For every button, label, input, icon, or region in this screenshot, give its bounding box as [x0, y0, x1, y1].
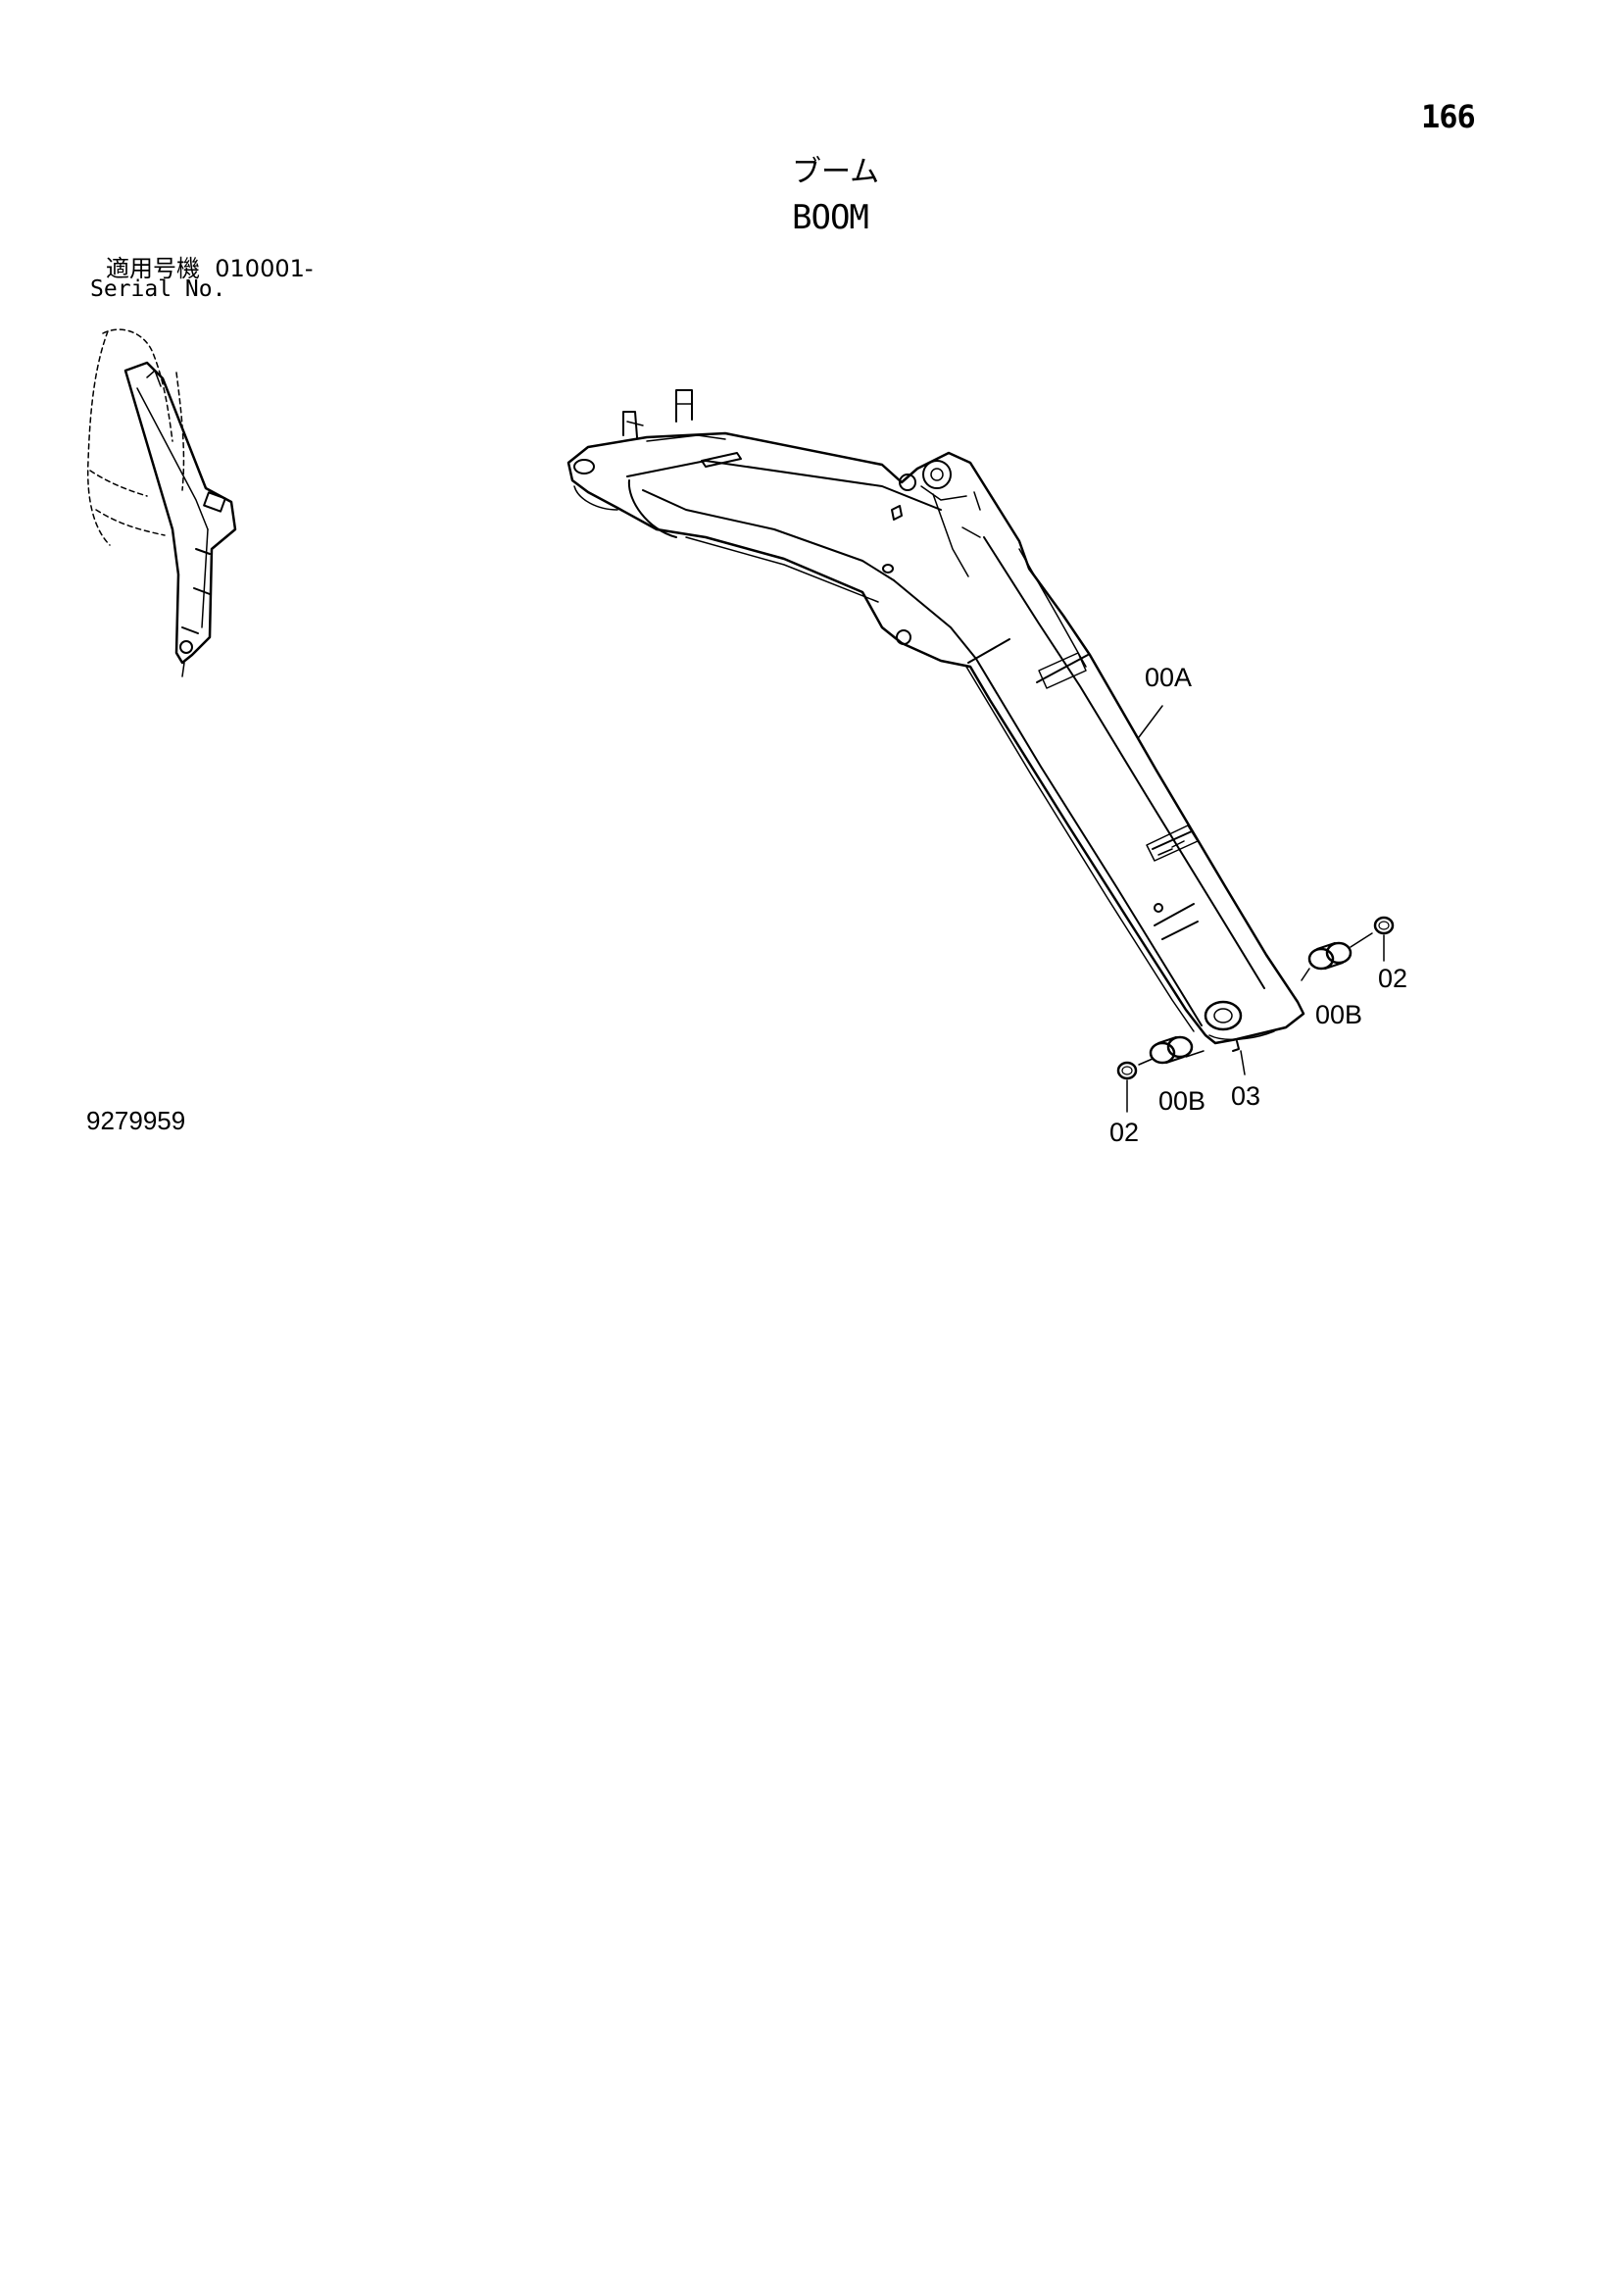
bushing-right — [1307, 941, 1352, 971]
callout-02-left: 02 — [1109, 1118, 1139, 1147]
title-english: BOOM — [792, 198, 869, 237]
serial-applicability-jp: 適用号機 010001- — [106, 249, 314, 283]
leader-lines — [1126, 705, 1385, 1113]
callout-02-right: 02 — [1378, 964, 1407, 993]
callout-03: 03 — [1231, 1081, 1260, 1111]
boom-weldment — [566, 389, 1305, 1045]
callout-00B-left: 00B — [1158, 1086, 1205, 1116]
drawing-number: 9279959 — [86, 1106, 186, 1135]
callout-00A: 00A — [1145, 663, 1192, 692]
grease-fitting — [1232, 1040, 1240, 1052]
snap-ring-right — [1373, 916, 1395, 935]
snap-ring-left — [1116, 1061, 1138, 1080]
page-number: 166 — [1421, 98, 1476, 135]
serial-label-en: Serial No. — [90, 276, 226, 302]
title-japanese: ブーム — [792, 155, 880, 189]
bushing-left — [1149, 1035, 1194, 1065]
callout-00B-right: 00B — [1315, 1000, 1362, 1029]
location-thumbnail — [86, 328, 237, 677]
serial-label-jp: 適用号機 — [106, 255, 200, 282]
serial-range: 010001- — [215, 255, 314, 282]
